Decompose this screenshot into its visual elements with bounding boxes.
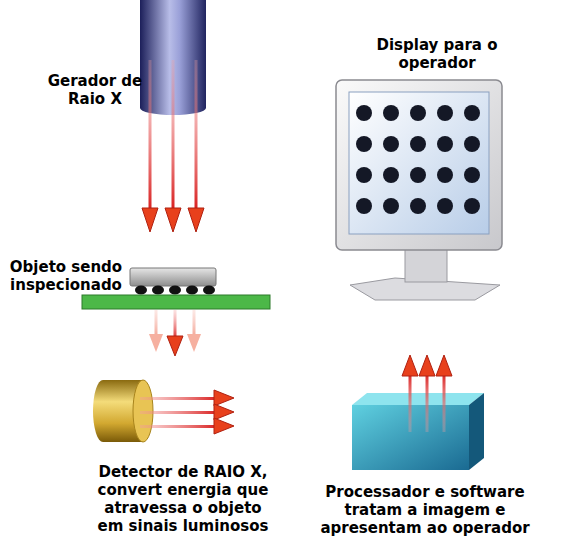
screen-dot [356, 167, 372, 183]
screen-dot [356, 136, 372, 152]
screen-dot [410, 167, 426, 183]
x-ray-detector [93, 380, 234, 442]
screen-dot [464, 198, 480, 214]
screen-dot [383, 198, 399, 214]
screen-dot [383, 136, 399, 152]
illustration-label: Gerador de Raio X [46, 72, 144, 108]
screen-dot [410, 198, 426, 214]
screen-dot [464, 136, 480, 152]
screen-dot [383, 167, 399, 183]
screen-dot [410, 136, 426, 152]
screen-dot [437, 105, 453, 121]
screen-dot [437, 136, 453, 152]
illustration-label: Detector de RAIO X, convert energia que … [89, 463, 277, 535]
illustration-label: Objeto sendo inspecionado [3, 258, 129, 294]
screen-dot [356, 105, 372, 121]
screen-dot [464, 105, 480, 121]
operator-monitor [336, 80, 502, 300]
illustration-label: Processador e software tratam a imagem e… [316, 483, 534, 537]
screen-dot [356, 198, 372, 214]
screen-dot [464, 167, 480, 183]
screen-dot [410, 105, 426, 121]
processor-block [352, 355, 484, 470]
illustration-label: Display para o operador [364, 36, 510, 72]
transmitted-beams [149, 310, 201, 356]
screen-dot [383, 105, 399, 121]
screen-dot [437, 198, 453, 214]
screen-dot [437, 167, 453, 183]
x-ray-beams [142, 60, 204, 232]
